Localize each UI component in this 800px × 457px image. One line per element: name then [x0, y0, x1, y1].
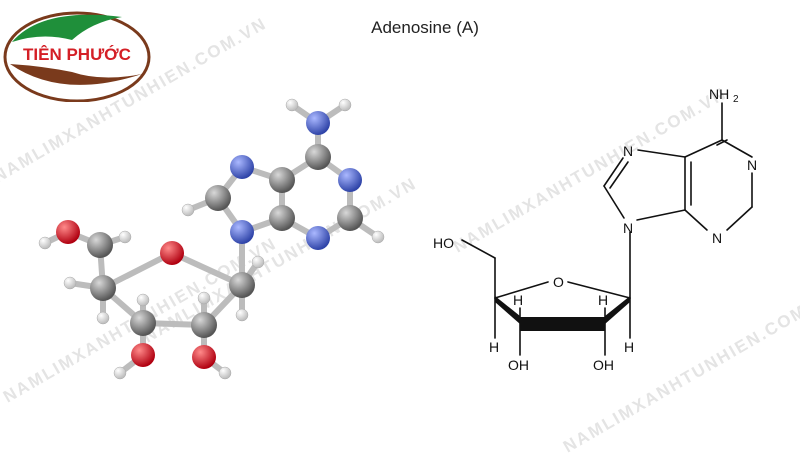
label-nh2-subscript: 2	[733, 94, 739, 105]
label-h-4: H	[624, 339, 634, 355]
label-oh-right: OH	[593, 357, 614, 373]
label-ho: HO	[433, 235, 454, 251]
logo: TIÊN PHƯỚC	[3, 11, 151, 102]
diagram-canvas: NAMLIMXANHTUNHIEN.COM.VN NAMLIMXANHTUNHI…	[0, 11, 800, 456]
logo-text: TIÊN PHƯỚC	[23, 45, 131, 64]
skeletal-formula: NH 2 N N N N HO O OH OH H H H H	[433, 86, 757, 373]
label-h-1: H	[489, 339, 499, 355]
label-n7: N	[623, 143, 633, 159]
label-n3: N	[712, 230, 722, 246]
diagram-title: Adenosine (A)	[371, 18, 479, 37]
label-oh-left: OH	[508, 357, 529, 373]
ball-and-stick-model	[38, 98, 385, 380]
label-h-3: H	[598, 292, 608, 308]
label-ring-oxygen: O	[553, 274, 564, 290]
label-h-2: H	[513, 292, 523, 308]
label-nh2: NH	[709, 86, 729, 102]
label-n9: N	[623, 220, 633, 236]
label-n1: N	[747, 157, 757, 173]
